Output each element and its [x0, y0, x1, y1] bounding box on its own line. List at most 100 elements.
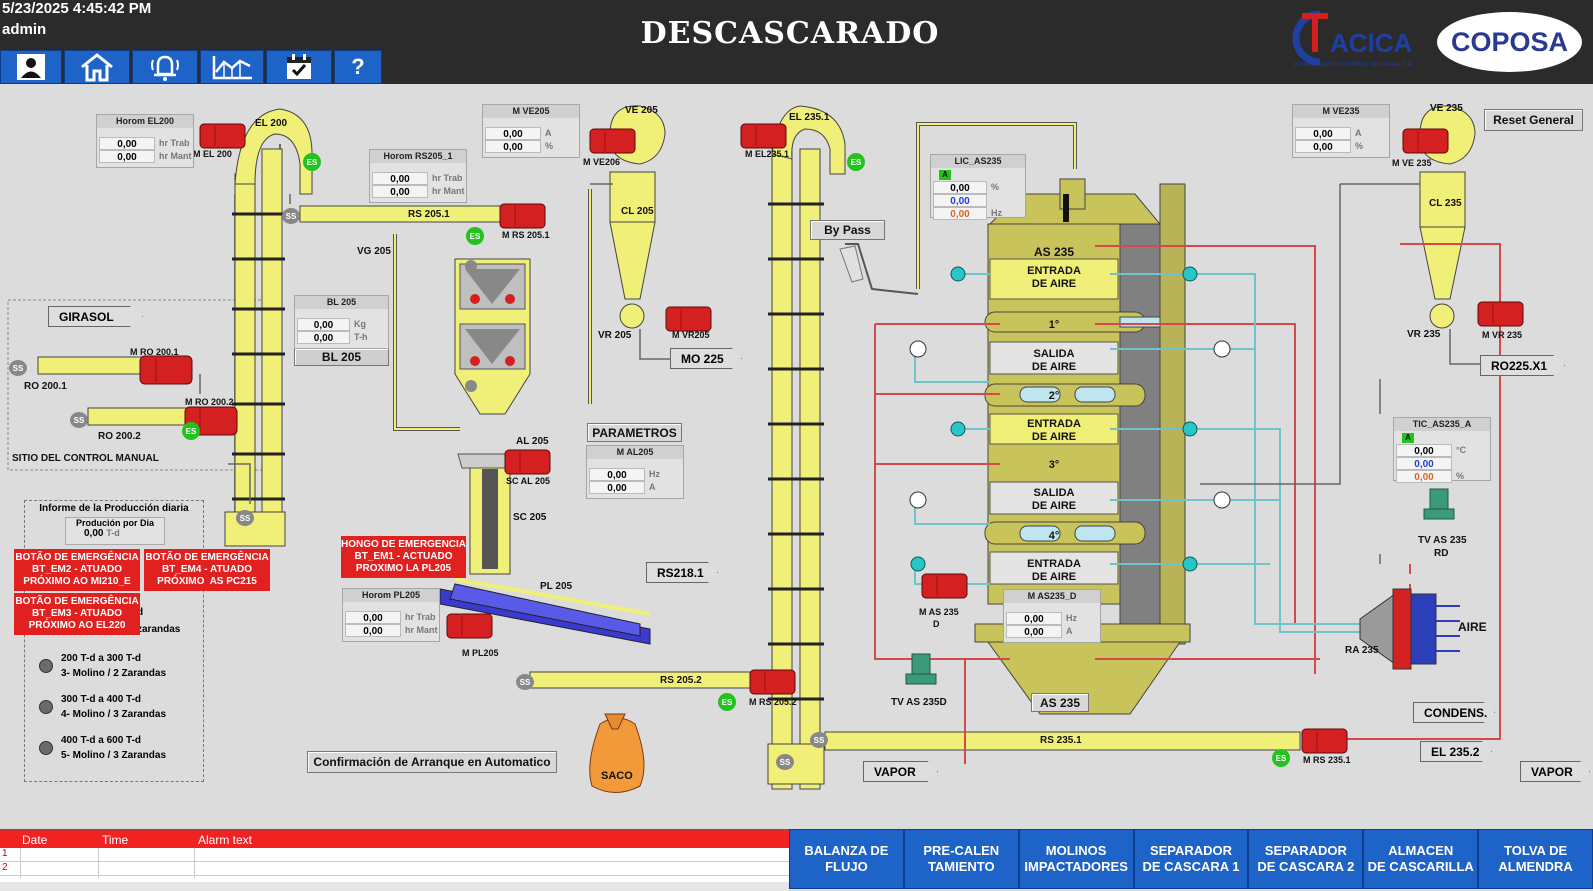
header-bar: 5/23/2025 4:45:42 PM admin DESCASCARADO …: [0, 0, 1593, 84]
user-button[interactable]: [0, 50, 62, 84]
parametros-button[interactable]: PARAMETROS: [587, 423, 682, 442]
unit: %: [1456, 471, 1465, 481]
calendar-button[interactable]: [266, 50, 332, 84]
unit: hr Trab: [159, 138, 190, 148]
tv235rd-label: TV AS 235: [1418, 535, 1467, 546]
trends-button[interactable]: [200, 50, 264, 84]
datetime: 5/23/2025 4:45:42 PM: [2, 0, 152, 17]
stage-air-inlet-1: ENTRADA DE AIRE: [1027, 265, 1081, 290]
calendar-icon: [287, 54, 311, 79]
bypass-button[interactable]: By Pass: [810, 220, 885, 240]
nav-balanza-de-flujo[interactable]: BALANZA DE FLUJO: [789, 829, 904, 889]
horizontal-scrollbar[interactable]: [0, 882, 789, 891]
ro225-arrow[interactable]: RO225.X1: [1480, 355, 1565, 376]
bl205-tag[interactable]: BL 205: [294, 348, 389, 366]
unit: Hz: [1066, 613, 1077, 623]
coposa-logo: COPOSA: [1437, 12, 1582, 72]
sc-al205-label: SC AL 205: [506, 476, 551, 486]
panel-title: Horom PL205: [343, 589, 439, 602]
value: 0,00: [345, 611, 401, 624]
value: 0,00: [297, 318, 350, 331]
production-value: 0,00: [84, 528, 104, 539]
home-button[interactable]: [64, 50, 130, 84]
girasol-arrow[interactable]: GIRASOL: [48, 306, 143, 327]
stage-number-4: 4°: [1048, 530, 1060, 542]
row-number: 2: [2, 862, 8, 873]
table-row[interactable]: 2: [0, 862, 789, 876]
trend-icon: [212, 56, 252, 80]
confirm-auto-start-button[interactable]: Confirmación de Arranque en Automatico: [307, 751, 557, 773]
rs218-arrow[interactable]: RS218.1: [646, 562, 718, 583]
emergency-alarm[interactable]: HONGO DE EMERGENCIA BT_EM1 - ACTUADO PRO…: [341, 536, 466, 578]
nav-precalentamiento[interactable]: PRE-CALEN TAMIENTO: [903, 829, 1019, 889]
vapor-arrow-right[interactable]: VAPOR: [1520, 761, 1590, 782]
value: 0,00: [1396, 444, 1452, 457]
air-valves: [909, 266, 1231, 572]
unit: hr Trab: [405, 612, 436, 622]
cl235-label: CL 235: [1429, 198, 1462, 209]
panel-title: Horom EL200: [97, 115, 193, 128]
panel-title: BL 205: [295, 296, 388, 309]
production-option-radio[interactable]: [39, 741, 53, 755]
es-indicator: ES: [1272, 749, 1290, 767]
production-option-desc: 3- Molino / 2 Zarandas: [61, 668, 167, 679]
m-ve206-label: M VE206: [583, 157, 621, 167]
option-partial-text: d: [137, 607, 144, 618]
emergency-alarm[interactable]: BOTÃO DE EMERGÊNCIA BT_EM3 - ATUADO PRÓX…: [14, 593, 140, 635]
alarms-button[interactable]: [132, 50, 198, 84]
nav-separador-cascara-1[interactable]: SEPARADOR DE CASCARA 1: [1133, 829, 1249, 889]
motors: [139, 123, 1524, 754]
production-option-radio[interactable]: [39, 700, 53, 714]
option-partial-text-2: zarandas: [137, 624, 181, 635]
stage-air-outlet-2: SALIDA DE AIRE: [1031, 487, 1077, 512]
m-pl205-label: M PL205: [462, 648, 499, 658]
tv235rd-label-2: RD: [1434, 548, 1449, 559]
as235-stage-title: AS 235: [1033, 245, 1075, 259]
es-indicator: ES: [182, 422, 200, 440]
tic-as235a-panel: TIC_AS235_A A 0,00°C 0,00 0,00%: [1393, 417, 1491, 483]
emergency-alarm[interactable]: BOTÃO DE EMERGÊNCIA BT_EM4 - ATUADO PRÓX…: [144, 549, 270, 591]
rs2052-label: RS 205.2: [660, 675, 702, 686]
production-option-radio[interactable]: [39, 659, 53, 673]
condens-arrow[interactable]: CONDENS.: [1413, 702, 1495, 723]
unit: A: [1355, 128, 1362, 138]
logo-left-tagline: AUTOMATIZACION Y CONTROL INDUSTRIAL, C.A…: [1294, 62, 1412, 68]
production-option-range: 300 T-d a 400 T-d: [61, 694, 142, 705]
value: 0,00: [1295, 140, 1351, 153]
el2352-arrow[interactable]: EL 235.2: [1420, 741, 1492, 762]
process-diagram: SS SS SS SS SS SS SS ES ES ES ES ES ES E…: [0, 84, 1593, 829]
rs205-label: RS 205.1: [408, 209, 450, 220]
mo225-arrow[interactable]: MO 225: [670, 348, 742, 369]
nav-molinos-impactadores[interactable]: MOLINOS IMPACTADORES: [1018, 829, 1134, 889]
nav-separador-cascara-2[interactable]: SEPARADOR DE CASCARA 2: [1248, 829, 1364, 889]
value: 0,00: [372, 172, 428, 185]
alarm-table[interactable]: Date Time Alarm text 1 2: [0, 829, 789, 891]
as235-bottom-tag[interactable]: AS 235: [1031, 693, 1089, 712]
es-indicator: ES: [718, 693, 736, 711]
al205-label: AL 205: [516, 436, 549, 447]
nav-almacen-cascarilla[interactable]: ALMACEN DE CASCARILLA: [1363, 829, 1479, 889]
value: 0,00: [345, 624, 401, 637]
value: 0,00: [933, 181, 987, 194]
emergency-alarm[interactable]: BOTÃO DE EMERGÊNCIA BT_EM2 - ATUADO PRÓX…: [14, 549, 140, 591]
mode-flag: A: [1402, 433, 1414, 443]
ve235-label: VE 235: [1430, 103, 1463, 114]
vr235-label: VR 235: [1407, 329, 1441, 340]
unit: %: [991, 182, 1000, 192]
vapor-arrow-left[interactable]: VAPOR: [863, 761, 938, 782]
help-button[interactable]: ?: [334, 50, 382, 84]
mode-flag: A: [939, 170, 951, 180]
nav-tolva-almendra[interactable]: TOLVA DE ALMENDRA: [1478, 829, 1593, 889]
m-as235d-label: M AS 235: [919, 607, 959, 617]
logo-left-text: ACICA: [1330, 28, 1413, 58]
ra235-label: RA 235: [1345, 645, 1379, 656]
ss-indicator: SS: [70, 412, 88, 428]
m-vr205-label: M VR205: [672, 330, 710, 340]
reset-general-button[interactable]: Reset General: [1484, 109, 1583, 131]
value: 0,00: [99, 137, 155, 150]
table-row[interactable]: 1: [0, 848, 789, 862]
tv235d-label: TV AS 235D: [891, 697, 947, 708]
